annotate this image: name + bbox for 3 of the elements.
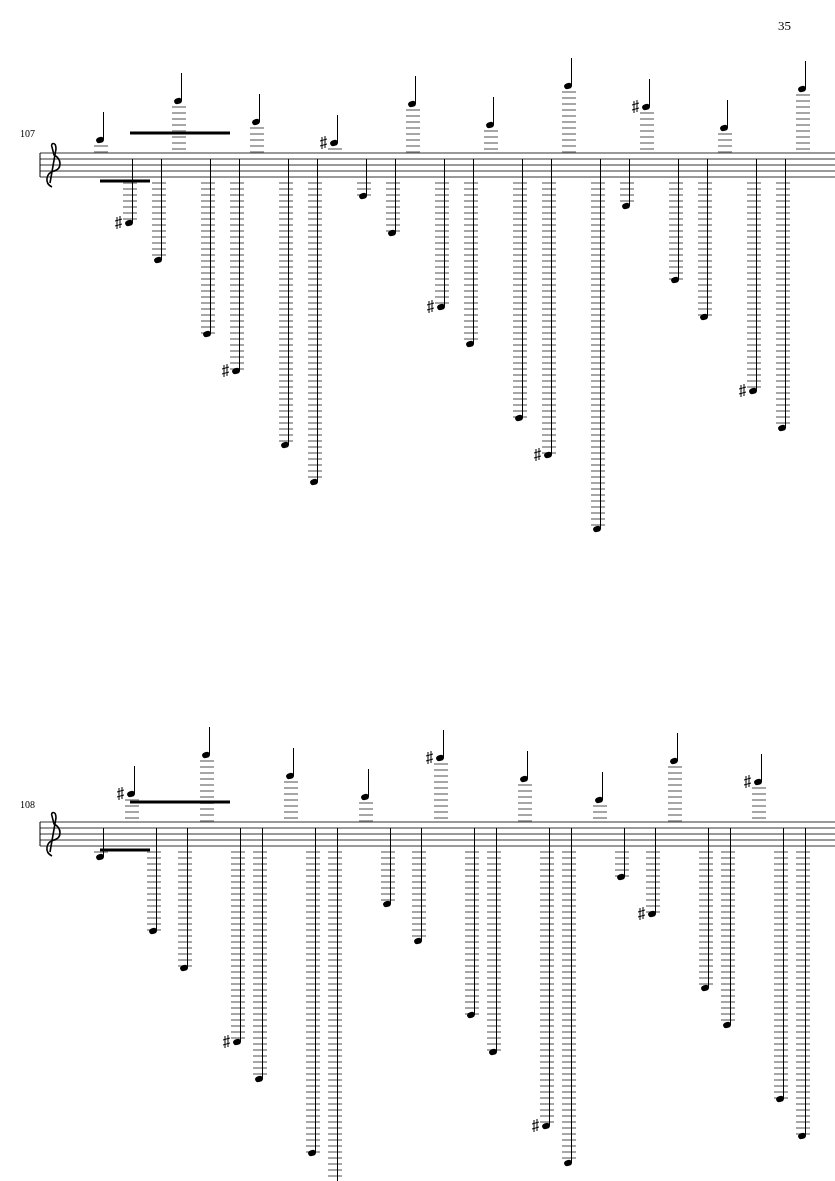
measure-number: 107 bbox=[20, 128, 35, 139]
measure-number: 108 bbox=[20, 799, 35, 810]
page-number: 35 bbox=[778, 18, 791, 34]
